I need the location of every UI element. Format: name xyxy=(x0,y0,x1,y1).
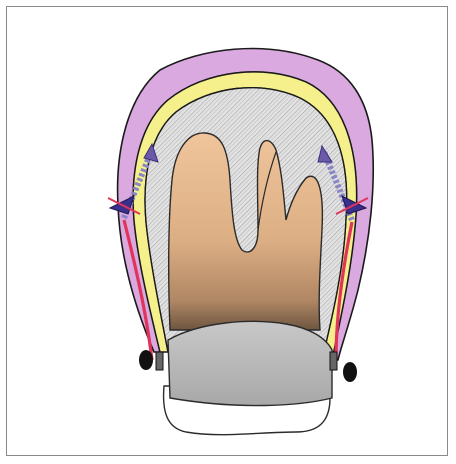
elastic-button-icon xyxy=(330,352,357,382)
crown-block xyxy=(168,321,332,405)
